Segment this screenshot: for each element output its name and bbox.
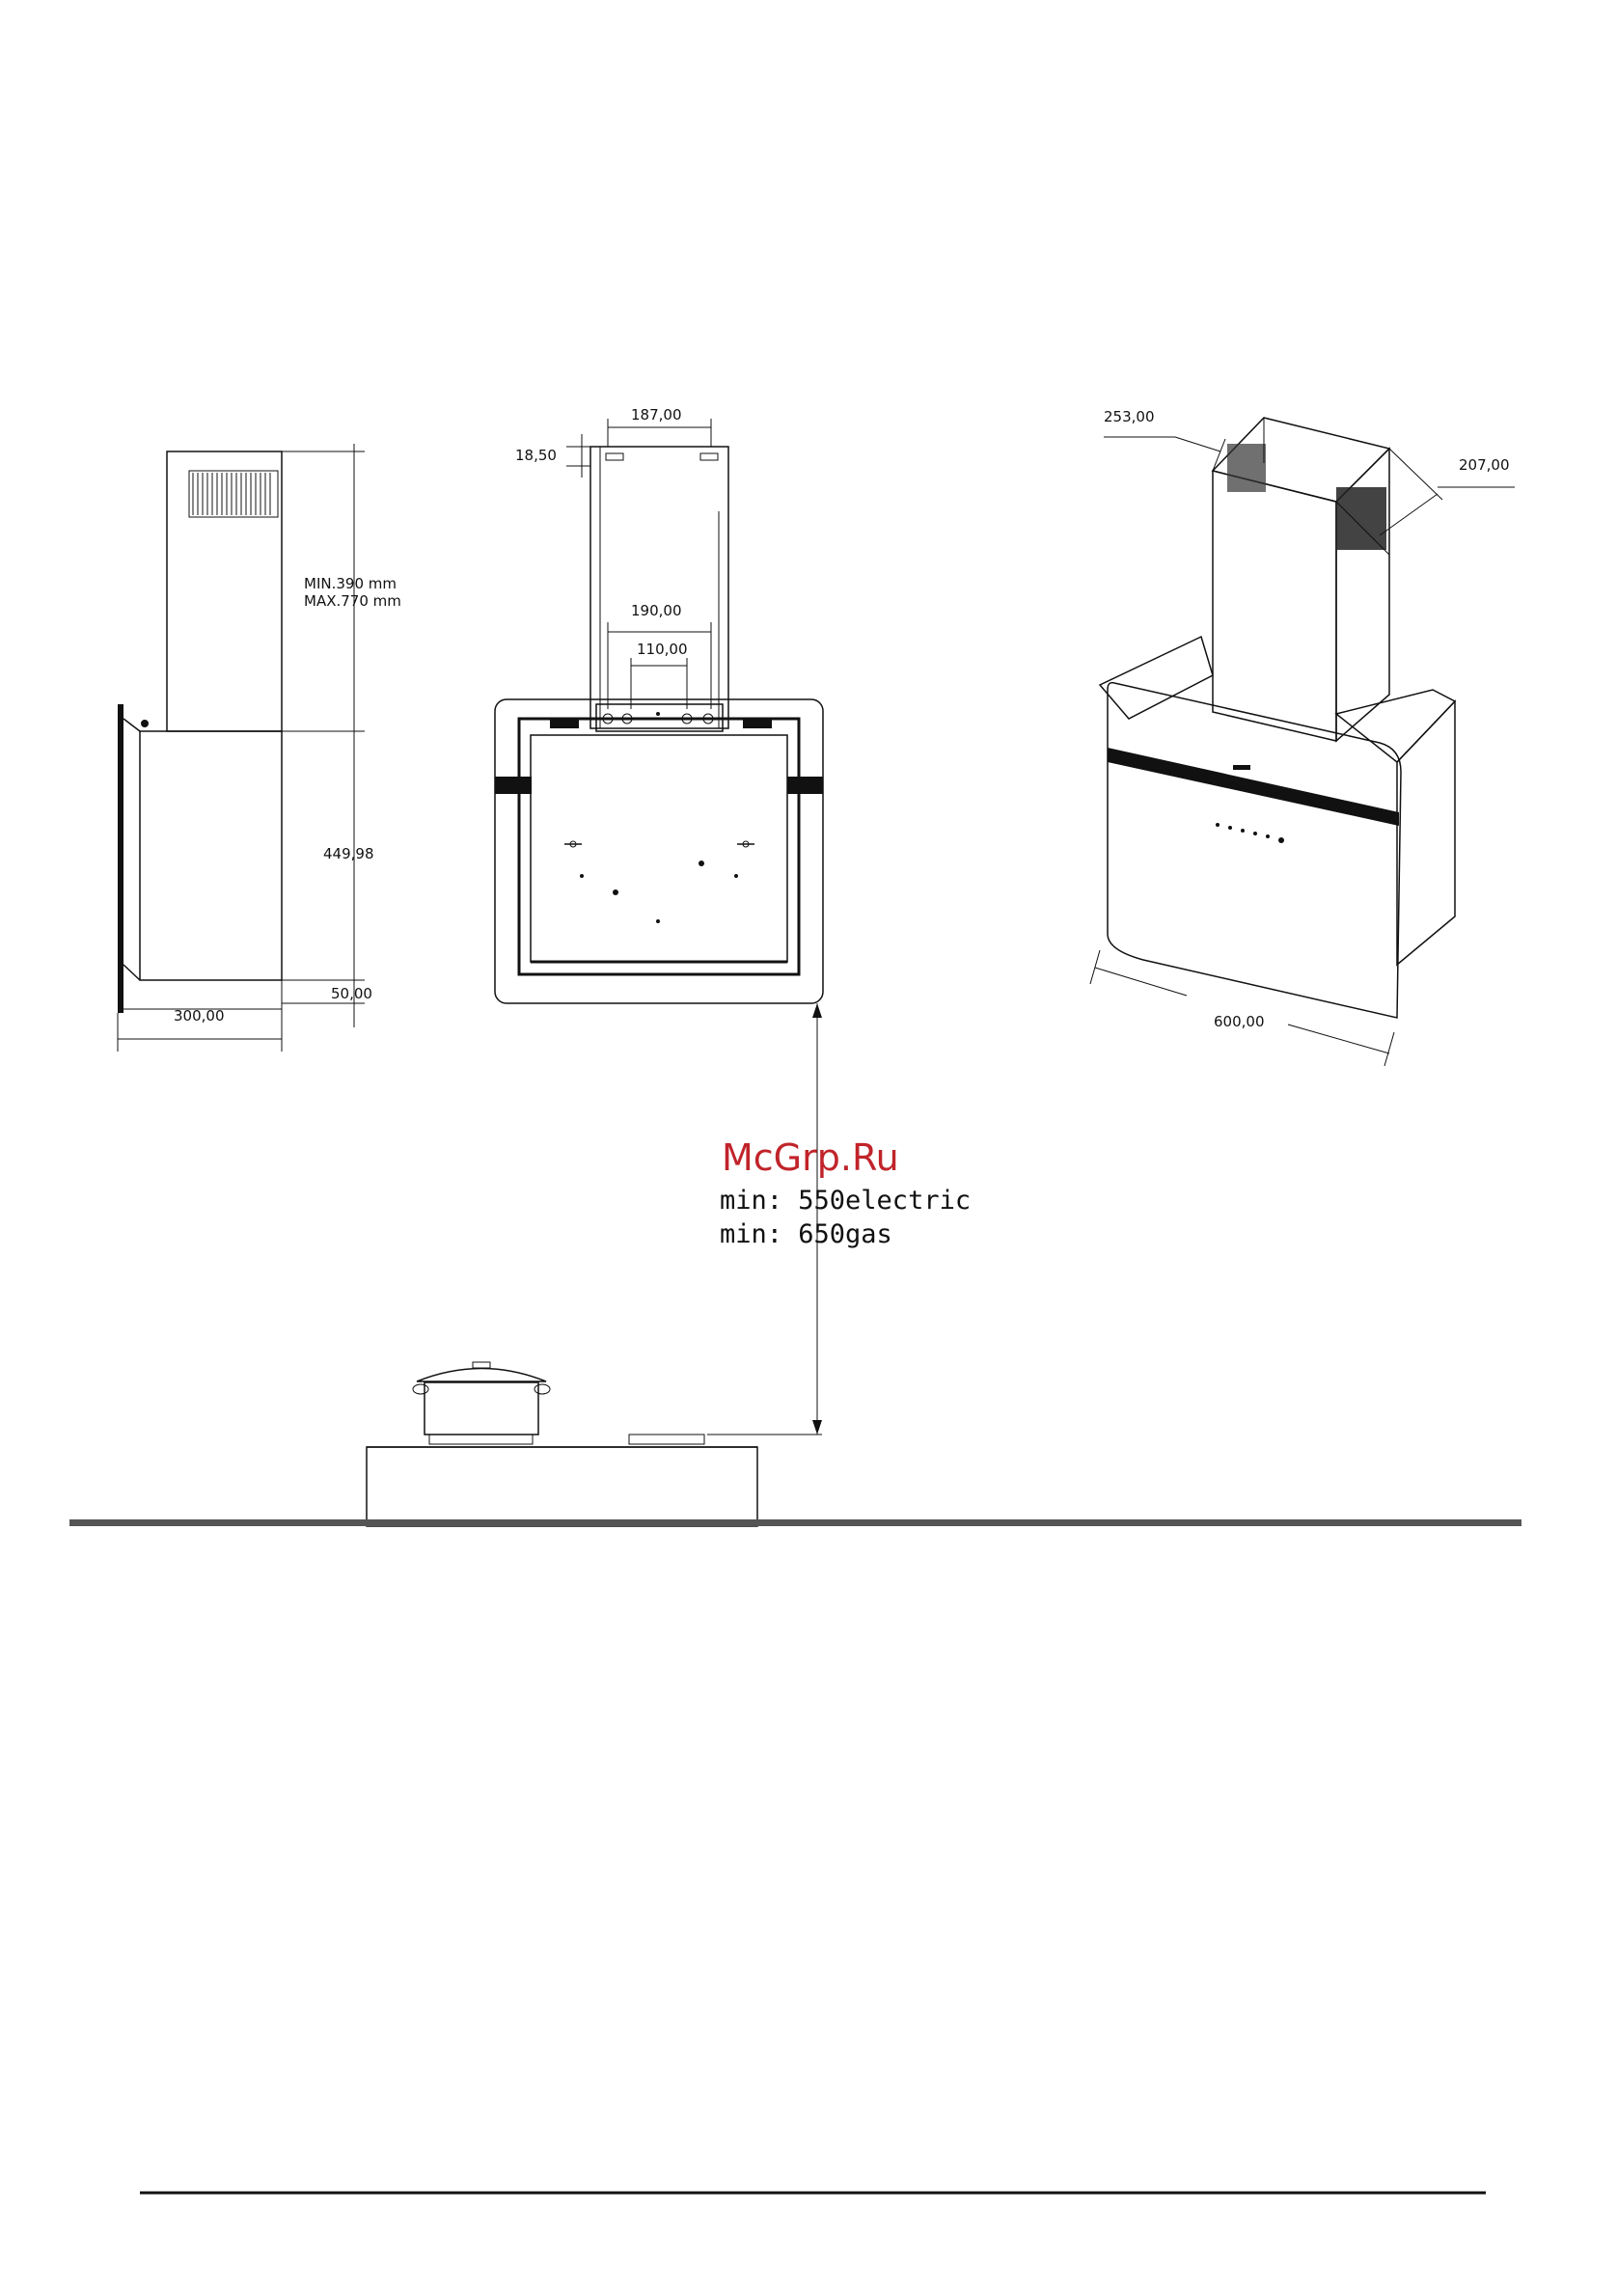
- iso-side-panel: [1397, 701, 1455, 965]
- iso-glass-front: [1108, 683, 1401, 1018]
- watermark: McGrp.Ru: [722, 1136, 899, 1179]
- front-chimney: [590, 447, 728, 728]
- iso-chimney-front: [1213, 471, 1336, 741]
- iso-view: 253,00 207,00 600,00: [1090, 408, 1515, 1066]
- front-inner-frame: [519, 719, 799, 974]
- floor-line: [69, 1519, 1521, 1526]
- depth-label: 300,00: [174, 1007, 225, 1025]
- iso-control-buttons: [1216, 823, 1284, 843]
- chimney-height-label: MIN.390 mm MAX.770 mm: [304, 575, 401, 610]
- bracket-outer-label: 190,00: [631, 602, 682, 619]
- chimney-width-label: 187,00: [631, 406, 682, 424]
- chimney-side-label: 207,00: [1459, 456, 1510, 474]
- side-chimney: [167, 451, 282, 731]
- iso-black-band: [1108, 748, 1399, 826]
- clearance-electric: min: 550electric: [720, 1186, 971, 1216]
- bracket-inner-label: 110,00: [637, 641, 688, 658]
- pot-lid: [417, 1369, 546, 1382]
- bottom-offset-label: 50,00: [331, 985, 372, 1002]
- cooktop: [367, 1362, 757, 1526]
- chimney-depth-label: 253,00: [1104, 408, 1155, 425]
- body-height-label: 449,98: [323, 845, 374, 862]
- top-offset-label: 18,50: [515, 447, 557, 464]
- clearance-gas: min: 650gas: [720, 1219, 892, 1249]
- burner-left: [429, 1435, 533, 1444]
- burner-right: [629, 1435, 704, 1444]
- front-glass-outline: [495, 699, 823, 1003]
- front-body: [531, 735, 787, 962]
- front-view: 187,00 18,50 190,00 110,00: [495, 406, 823, 1003]
- side-glass-panel: [118, 704, 123, 1013]
- left-band: [495, 777, 532, 794]
- side-body: [140, 731, 282, 980]
- iso-left-flange: [1100, 637, 1213, 719]
- right-band: [787, 777, 823, 794]
- side-view: MIN.390 mm MAX.770 mm 449,98 50,00 300,0…: [118, 444, 401, 1052]
- width-label: 600,00: [1214, 1013, 1265, 1030]
- chimney-max: MAX.770 mm: [304, 592, 401, 610]
- vent-slots: [193, 473, 270, 515]
- chimney-min: MIN.390 mm: [304, 575, 397, 592]
- pot: [425, 1382, 538, 1435]
- cooktop-cabinet: [367, 1447, 757, 1526]
- clearance-dimension: McGrp.Ru min: 550electric min: 650gas: [707, 1003, 971, 1435]
